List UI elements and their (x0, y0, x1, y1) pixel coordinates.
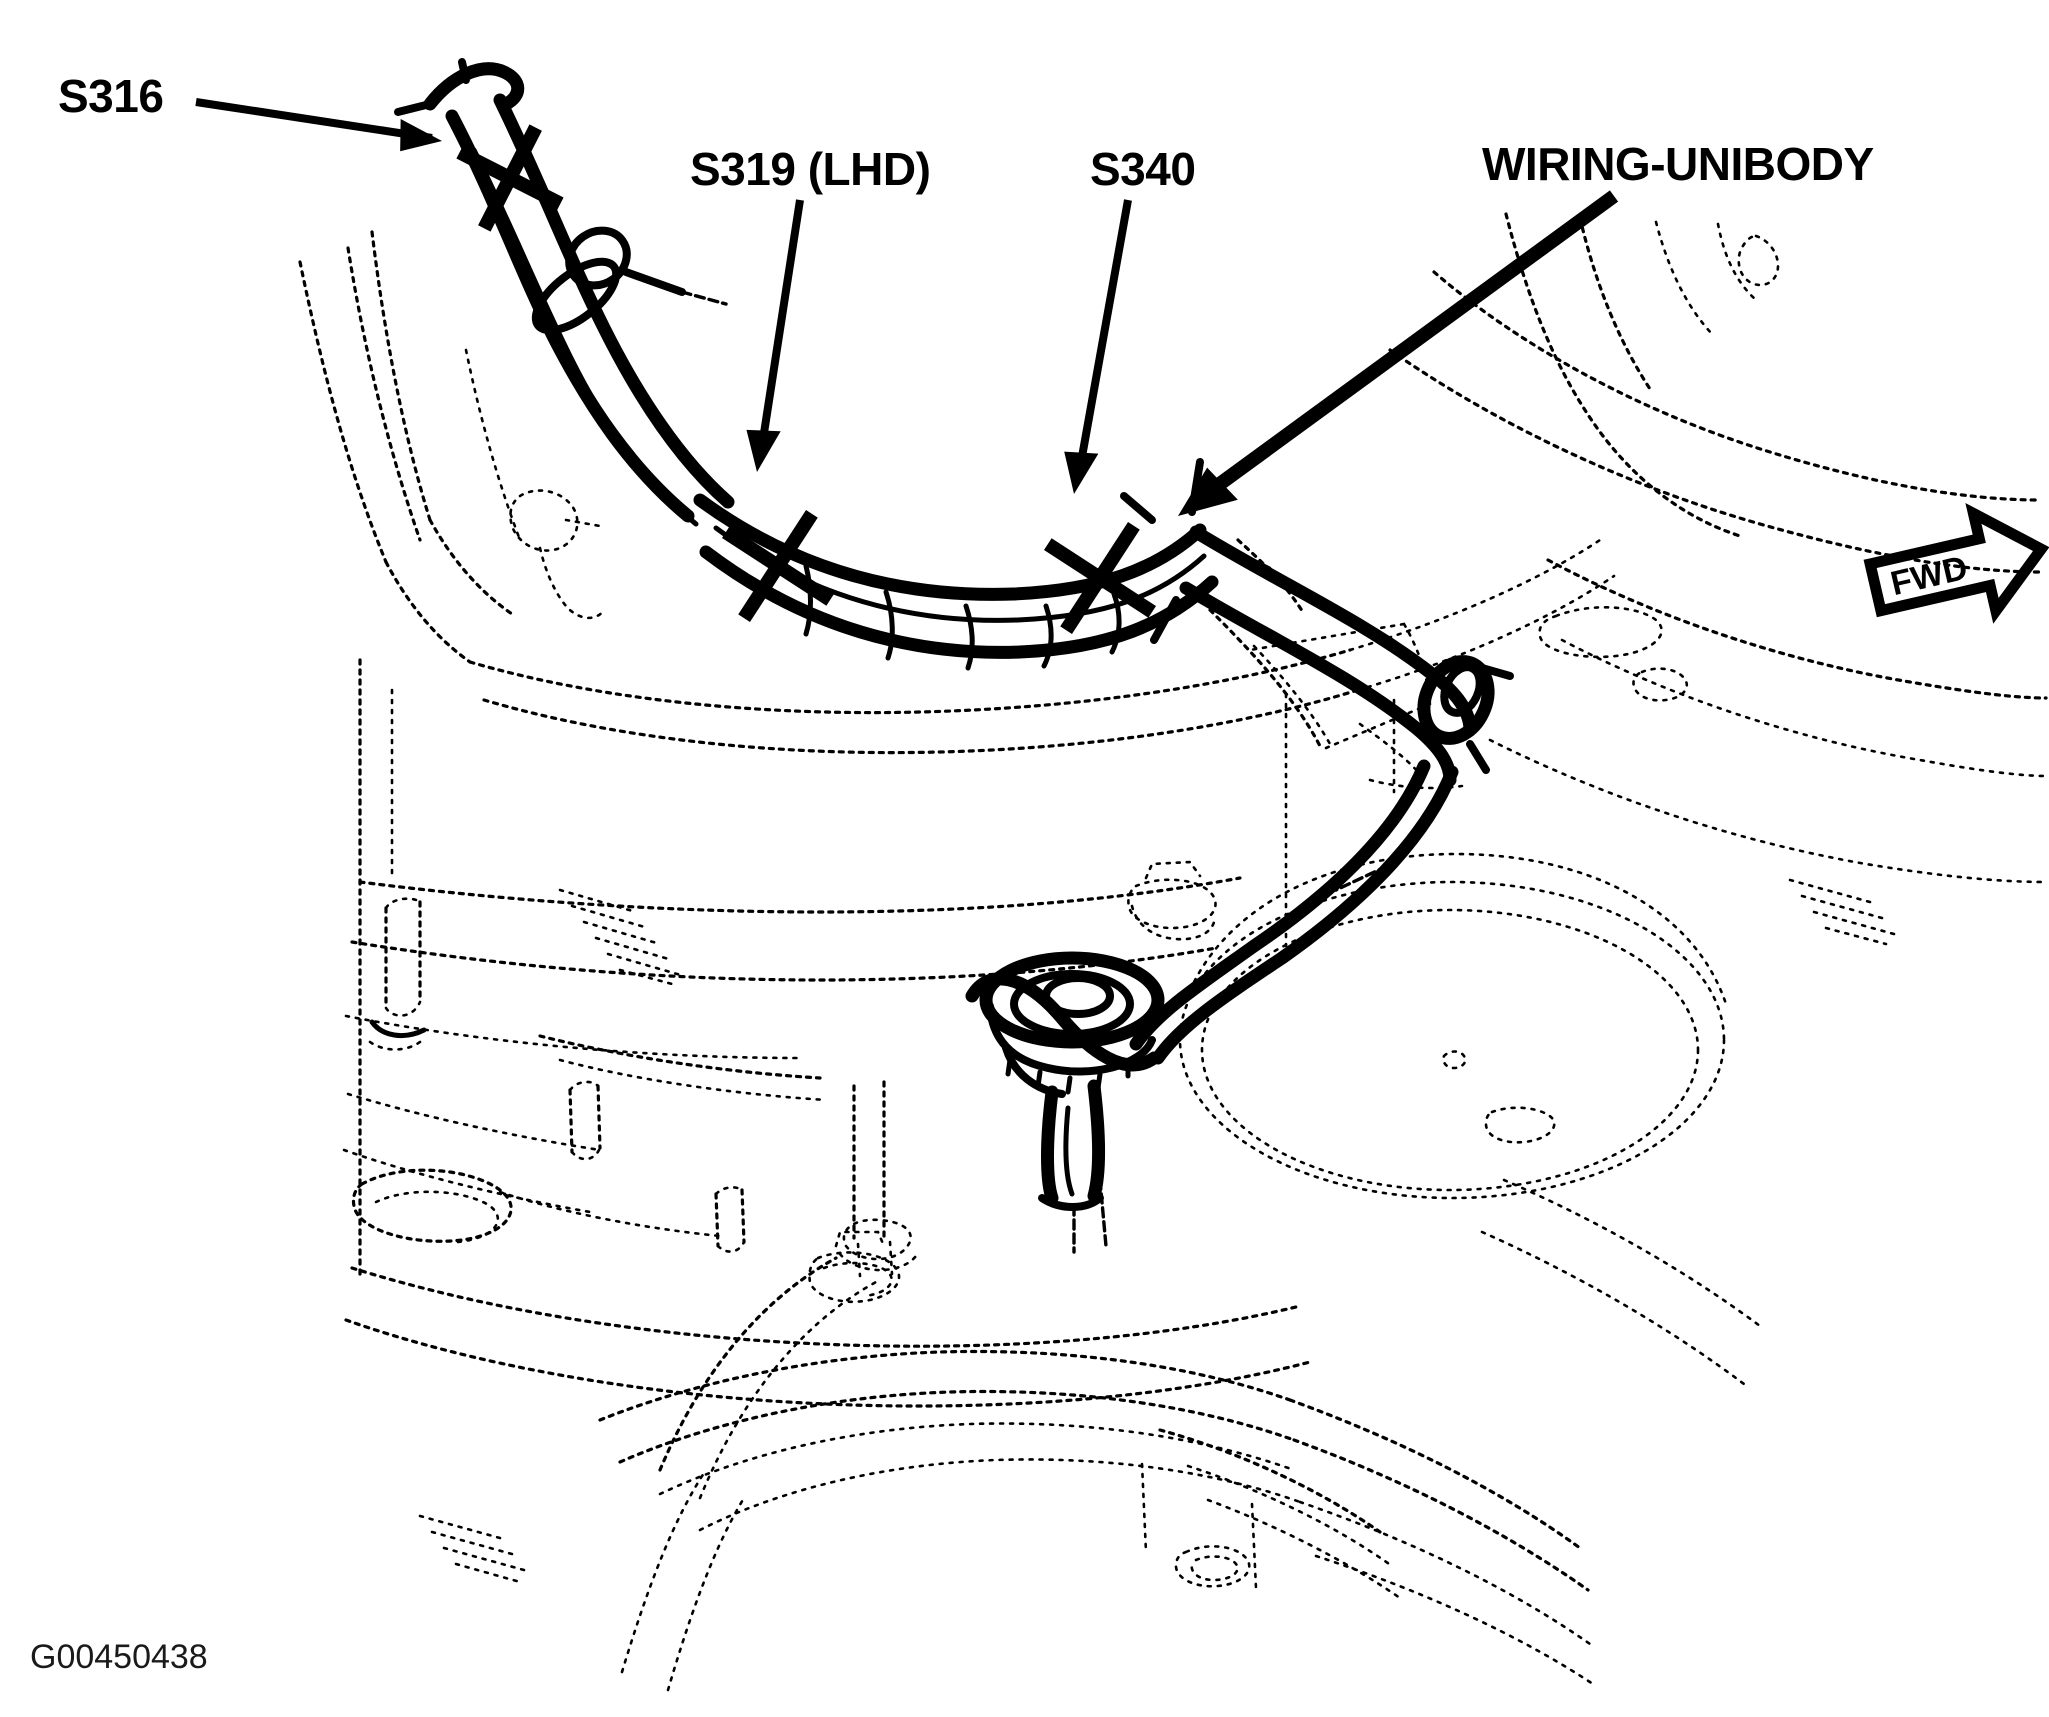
splice-marker-s319 (722, 510, 834, 622)
figure-reference-code: G00450438 (30, 1638, 208, 1676)
leader-s340 (1064, 199, 1132, 494)
callout-label-wiring-unibody: WIRING-UNIBODY (1482, 138, 1874, 190)
leader-wiring-unibody (1178, 190, 1619, 516)
vehicle-body-outline (298, 212, 2048, 1692)
leader-s316 (195, 98, 442, 152)
floor-pan-rib-hatching (418, 878, 1896, 1584)
callout-label-s319: S319 (LHD) (690, 143, 930, 195)
pillar-retainer-clip (531, 226, 728, 335)
arrow-head-s340 (1064, 451, 1099, 494)
spare-tire-well (1200, 908, 1700, 1192)
leader-s319 (746, 199, 804, 472)
harness-tape-wrap (803, 563, 1122, 671)
callout-label-s316: S316 (58, 70, 163, 122)
fwd-direction-arrow: FWD (1863, 502, 2049, 624)
callout-label-s340: S340 (1090, 143, 1195, 195)
splice-markers (456, 124, 1156, 634)
arrow-head-s316 (400, 119, 442, 152)
splice-marker-s340 (1044, 522, 1156, 634)
splice-marker-s316 (456, 124, 564, 232)
arrow-head-s319 (746, 429, 781, 472)
arrow-head-wiring-unibody (1178, 467, 1238, 516)
callout-leaders (195, 98, 1619, 516)
